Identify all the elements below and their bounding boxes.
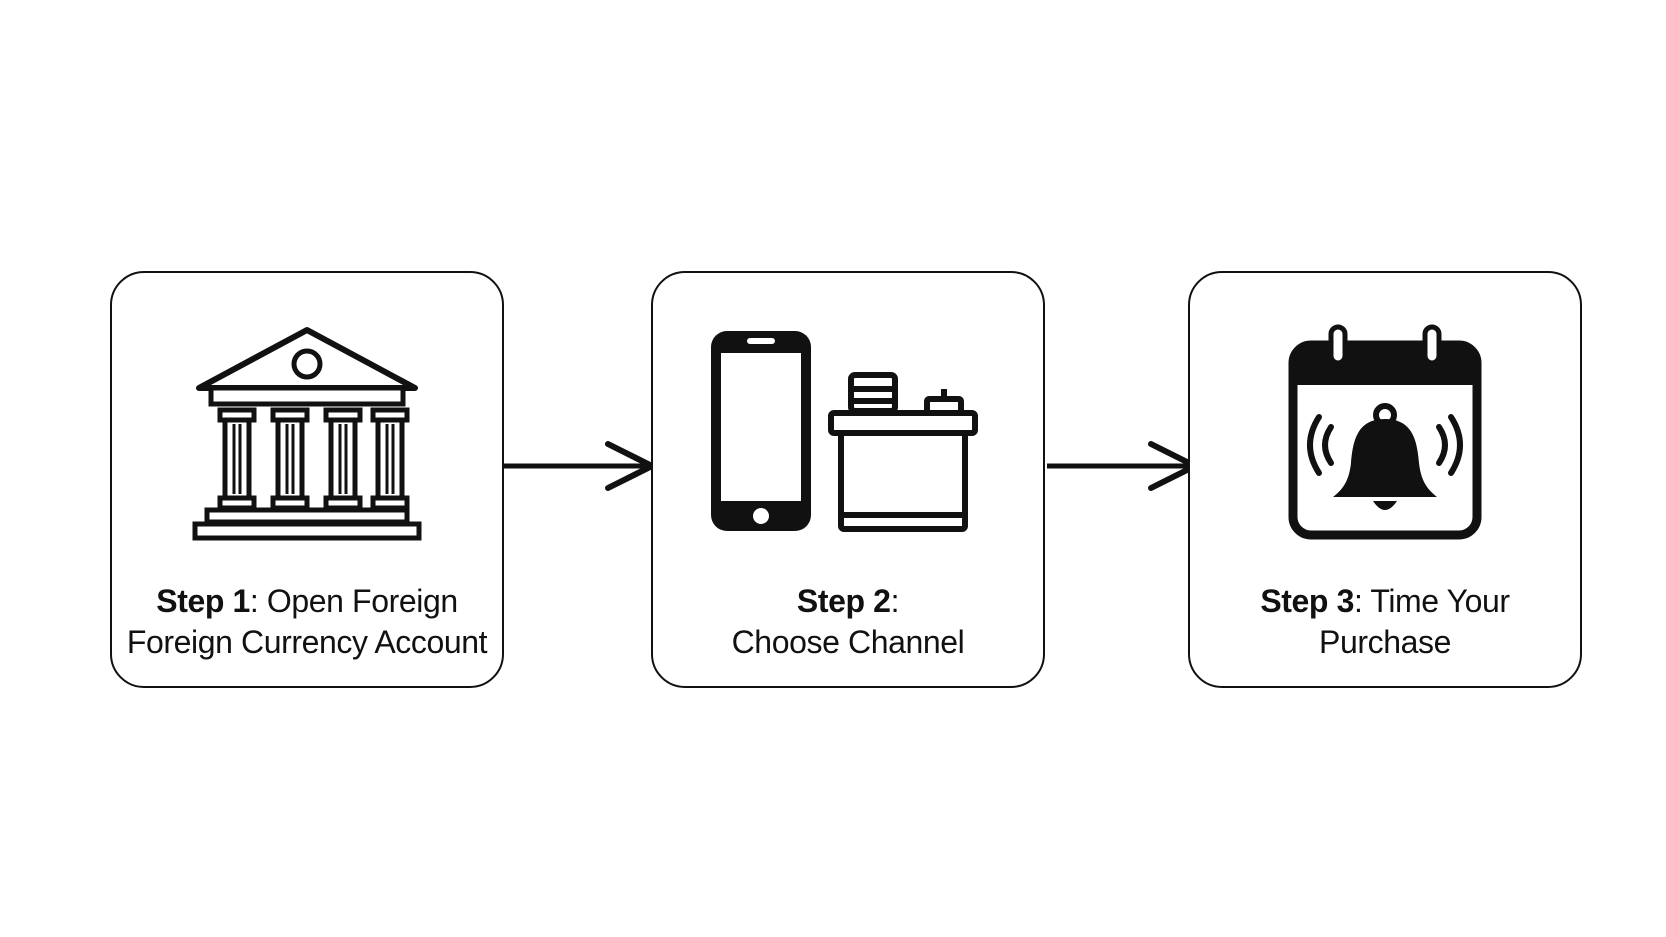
step-3-label: Step 3: Time Your Purchase (1190, 581, 1580, 663)
step-1-title-part: : Open Foreign (249, 583, 458, 619)
step-2-title-line2: Choose Channel (731, 624, 965, 660)
step-2-title-part: : (890, 583, 900, 619)
step-2-number: Step 2 (796, 583, 891, 619)
step-3-title-line2: Purchase (1319, 624, 1451, 660)
arrow-right-icon (504, 441, 659, 491)
step-3-number: Step 3 (1260, 583, 1354, 619)
smartphone-icon (711, 331, 811, 531)
step-2-label: Step 2: Choose Channel (653, 581, 1043, 663)
calendar-alarm-bell-icon (1190, 313, 1580, 553)
step-1-title-line2: Foreign Currency Account (126, 624, 488, 660)
bank-counter-icon (828, 372, 978, 532)
step-1-card: Step 1: Open Foreign Foreign Currency Ac… (110, 271, 504, 688)
step-2-icons (653, 313, 1043, 553)
arrow-right-icon (1047, 441, 1202, 491)
step-3-title-part: : Time Your (1353, 583, 1510, 619)
step-2-card: Step 2: Choose Channel (651, 271, 1045, 688)
bank-building-icon (112, 313, 502, 553)
step-1-number: Step 1 (156, 583, 250, 619)
step-3-card: Step 3: Time Your Purchase (1188, 271, 1582, 688)
step-1-label: Step 1: Open Foreign Foreign Currency Ac… (112, 581, 502, 663)
